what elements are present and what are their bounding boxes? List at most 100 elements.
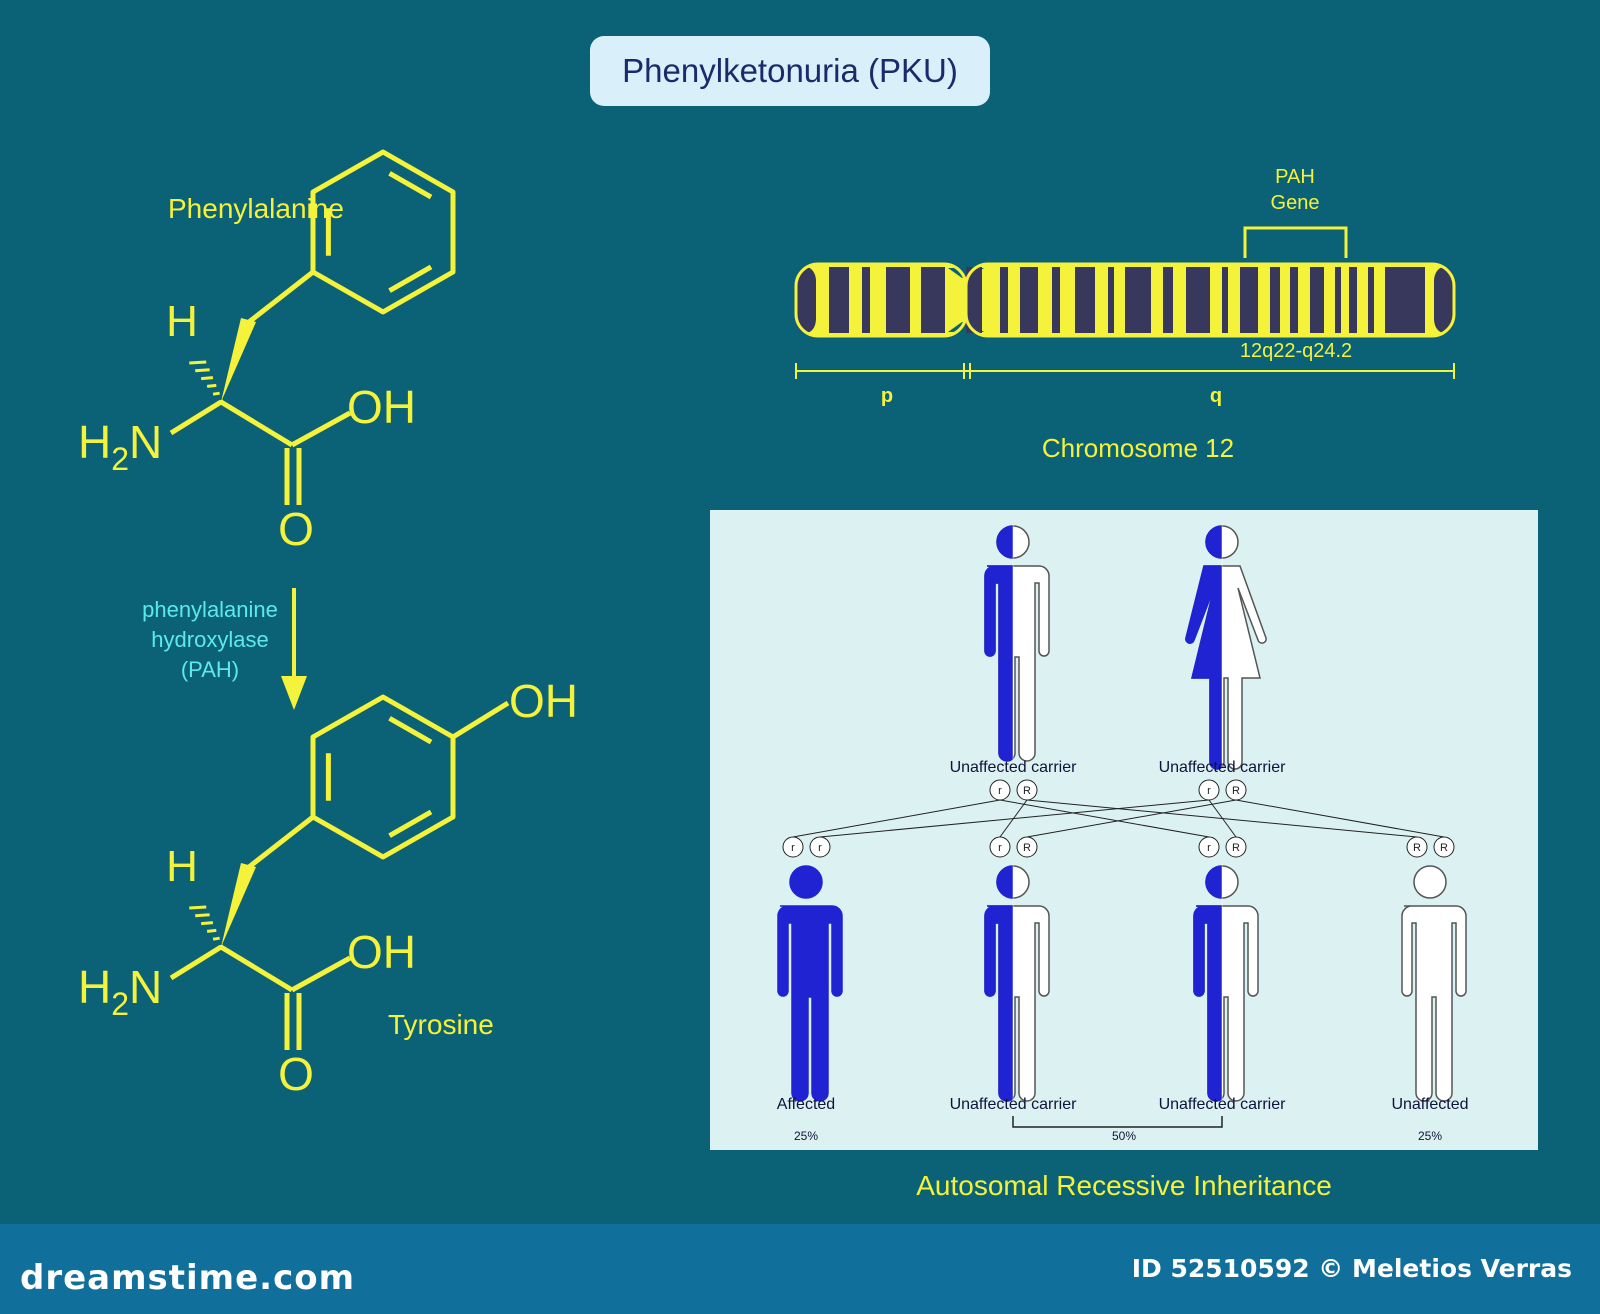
person-head-half	[1205, 525, 1222, 559]
chromosome-band	[862, 267, 870, 333]
mother-label: Unaffected carrier	[1159, 759, 1287, 776]
allele-letter: r	[998, 785, 1002, 797]
arm-q-label: q	[1210, 385, 1222, 407]
tyrosine-atom-o: O	[278, 1048, 314, 1100]
phenylalanine-hash-bond-stroke	[212, 391, 220, 396]
allele-circle	[1225, 779, 1247, 801]
tyrosine-cc-bond	[219, 944, 294, 993]
person-head-half	[1205, 865, 1222, 899]
footer-bar: dreamstime.com ID 52510592 © Meletios Ve…	[0, 1224, 1600, 1314]
tyrosine-benzene-ring	[310, 694, 456, 860]
chromosome-band	[921, 267, 945, 333]
allele-letter: R	[1232, 842, 1240, 854]
phenylalanine-ring-double-bond	[388, 171, 433, 200]
pct-affected: 25%	[794, 1129, 818, 1143]
tyrosine-molecule: H H2N OH O OH	[78, 675, 578, 1100]
person-body	[777, 905, 843, 1102]
pah-gene-label-2: Gene	[1271, 192, 1320, 214]
allele-letter: r	[791, 842, 795, 854]
child-figure-carrier	[984, 864, 1050, 1118]
allele-letter: r	[1207, 785, 1211, 797]
father-label: Unaffected carrier	[950, 759, 1078, 776]
allele-circle	[1198, 836, 1220, 858]
pct-carriers: 50%	[1112, 1129, 1136, 1143]
phenylalanine-hash-bond-stroke	[195, 368, 210, 373]
chromosome-band	[1385, 267, 1425, 333]
tyrosine-hash-bond-stroke	[201, 921, 214, 926]
page-title: Phenylketonuria (PKU)	[590, 36, 990, 106]
phenylalanine-cc-bond	[219, 399, 294, 448]
allele-letter: r	[998, 842, 1002, 854]
phenylalanine-cn-bond	[169, 399, 223, 436]
phenylalanine-atom-h: H	[166, 297, 198, 346]
chromosome-band	[1240, 267, 1258, 333]
chromosome-band	[1163, 267, 1173, 333]
enzyme-label-line: hydroxylase	[151, 627, 268, 652]
person-body-half	[1193, 905, 1222, 1102]
child-figure-carrier	[1193, 864, 1259, 1118]
pct-unaffected: 25%	[1418, 1129, 1442, 1143]
chromosome-q-outline	[964, 262, 1456, 338]
person-head	[789, 865, 823, 899]
tyrosine-hash-bond-stroke	[189, 905, 207, 910]
chromosome-band	[1310, 267, 1324, 333]
phenylalanine-hash-bond-stroke	[201, 376, 214, 381]
inheritance-link-line	[1208, 799, 1237, 838]
tyrosine-hash-bond-stroke	[206, 928, 217, 933]
inheritance-title: Autosomal Recessive Inheritance	[916, 1170, 1332, 1201]
allele-circle	[809, 836, 831, 858]
chromosome-locus-label: 12q22-q24.2	[1240, 340, 1352, 362]
enzyme-label-line: (PAH)	[181, 657, 239, 682]
person-body	[1401, 905, 1467, 1102]
person-affected-half	[1185, 525, 1222, 770]
tyrosine-atom-oh: OH	[347, 926, 416, 978]
tyrosine-atom-h: H	[166, 842, 198, 891]
tyrosine-ch2-bond	[247, 815, 315, 869]
chromosome-band	[829, 267, 849, 333]
reaction-arrow-head	[281, 676, 307, 710]
phenylalanine-c-oh-bond	[290, 410, 352, 448]
allele-circle	[1225, 836, 1247, 858]
tyrosine-cn-bond	[169, 944, 223, 981]
tyrosine-ring-double-bond	[388, 809, 433, 838]
child-label: Unaffected carrier	[950, 1096, 1078, 1113]
phenylalanine-benzene-ring	[310, 149, 456, 315]
allele-circle	[989, 836, 1011, 858]
arm-p-label: p	[881, 385, 893, 407]
footer-credit: ID 52510592 © Meletios Verras	[1131, 1254, 1572, 1283]
allele-letter: R	[1440, 842, 1448, 854]
inheritance-link-line	[792, 799, 1001, 838]
tyrosine-atom-ring-oh: OH	[509, 675, 578, 727]
allele-circle	[1406, 836, 1428, 858]
allele-circle	[989, 779, 1011, 801]
page-title-text: Phenylketonuria (PKU)	[622, 52, 958, 89]
allele-letter: R	[1023, 842, 1031, 854]
phenylalanine-atom-h2n: H2N	[78, 416, 162, 477]
phenylalanine-hash-bond-stroke	[189, 360, 207, 365]
chromosome-band	[1052, 267, 1060, 333]
allele-circle	[782, 836, 804, 858]
father-figure	[984, 524, 1050, 778]
person-affected-half	[1193, 865, 1222, 1102]
person-affected-half	[984, 865, 1013, 1102]
inheritance-panel-bg	[710, 510, 1538, 1150]
tyrosine-atom-h2n: H2N	[78, 961, 162, 1022]
allele-circle	[1198, 779, 1220, 801]
tyrosine-ring-double-bond	[388, 716, 433, 745]
chromosome-name-label: Chromosome 12	[1042, 433, 1234, 463]
chromosome-band	[1270, 267, 1280, 333]
chromosome-band	[1020, 267, 1038, 333]
phenylalanine-wedge-bond	[221, 318, 256, 402]
person-body-half	[984, 565, 1013, 762]
allele-letter: R	[1413, 842, 1421, 854]
chromosome-band	[1186, 267, 1210, 333]
tyrosine-wedge-bond	[221, 863, 256, 947]
allele-letter: R	[1232, 785, 1240, 797]
person-head-half	[996, 865, 1013, 899]
tyrosine-hash-bond-stroke	[212, 936, 220, 941]
phenylalanine-ring-double-bond	[388, 264, 433, 293]
child-label: Unaffected	[1391, 1096, 1468, 1113]
